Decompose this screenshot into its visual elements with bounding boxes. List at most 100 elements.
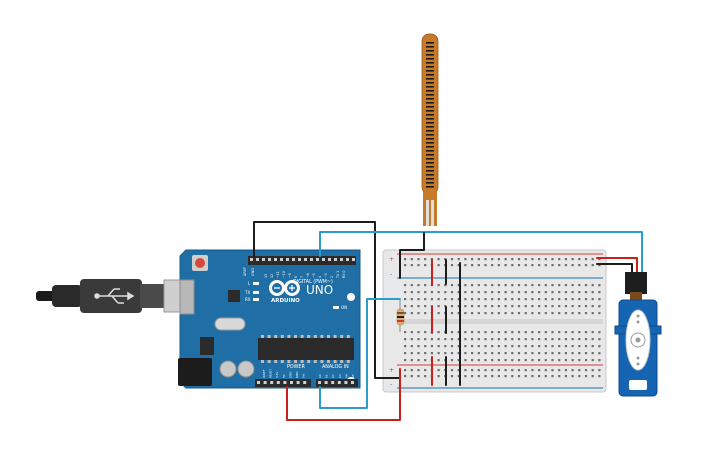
breadboard-hole[interactable] <box>444 352 447 355</box>
breadboard-hole[interactable] <box>404 331 407 334</box>
breadboard-hole[interactable] <box>591 291 594 294</box>
breadboard-hole[interactable] <box>437 352 440 355</box>
breadboard-hole[interactable] <box>491 298 494 301</box>
digital-pin[interactable] <box>322 258 325 261</box>
digital-pin[interactable] <box>316 258 319 261</box>
rail-hole[interactable] <box>504 258 507 261</box>
breadboard-hole[interactable] <box>437 345 440 348</box>
breadboard-hole[interactable] <box>551 298 554 301</box>
rail-hole[interactable] <box>584 258 588 261</box>
breadboard-hole[interactable] <box>437 331 440 334</box>
rail-hole[interactable] <box>598 264 601 267</box>
breadboard-hole[interactable] <box>584 284 588 287</box>
rail-hole[interactable] <box>544 369 547 372</box>
rail-hole[interactable] <box>477 264 480 267</box>
rail-hole[interactable] <box>484 375 487 378</box>
breadboard-hole[interactable] <box>511 338 514 341</box>
rail-hole[interactable] <box>444 258 447 261</box>
breadboard-hole[interactable] <box>424 359 427 362</box>
micro-servo[interactable] <box>614 272 662 397</box>
breadboard-hole[interactable] <box>598 298 601 301</box>
breadboard-hole[interactable] <box>450 359 454 362</box>
digital-pin[interactable] <box>256 258 259 261</box>
rail-hole[interactable] <box>404 258 407 261</box>
breadboard-hole[interactable] <box>450 312 454 315</box>
breadboard-hole[interactable] <box>538 284 541 287</box>
rail-hole[interactable] <box>471 264 474 267</box>
breadboard-hole[interactable] <box>517 359 521 362</box>
rail-hole[interactable] <box>450 264 454 267</box>
breadboard-hole[interactable] <box>578 298 581 301</box>
rail-hole[interactable] <box>404 375 407 378</box>
rail-hole[interactable] <box>410 258 413 261</box>
breadboard-hole[interactable] <box>584 359 588 362</box>
rail-hole[interactable] <box>584 375 588 378</box>
breadboard-hole[interactable] <box>404 338 407 341</box>
wire-servo-signal-blue[interactable] <box>319 231 643 278</box>
breadboard-hole[interactable] <box>457 298 460 301</box>
breadboard-hole[interactable] <box>484 291 487 294</box>
breadboard-hole[interactable] <box>410 312 413 315</box>
breadboard-hole[interactable] <box>404 312 407 315</box>
rail-hole[interactable] <box>538 369 541 372</box>
breadboard-hole[interactable] <box>571 345 574 348</box>
rail-hole[interactable] <box>477 258 480 261</box>
breadboard-hole[interactable] <box>517 338 521 341</box>
rail-hole[interactable] <box>491 369 494 372</box>
breadboard-hole[interactable] <box>444 338 447 341</box>
breadboard-hole[interactable] <box>511 345 514 348</box>
breadboard-hole[interactable] <box>437 291 440 294</box>
breadboard-hole[interactable] <box>591 359 594 362</box>
breadboard-hole[interactable] <box>437 305 440 308</box>
rail-hole[interactable] <box>578 369 581 372</box>
rail-hole[interactable] <box>564 375 567 378</box>
breadboard-hole[interactable] <box>598 345 601 348</box>
rail-hole[interactable] <box>511 264 514 267</box>
rail-hole[interactable] <box>491 264 494 267</box>
usb-cable[interactable] <box>36 279 195 313</box>
breadboard-hole[interactable] <box>571 305 574 308</box>
rail-hole[interactable] <box>437 264 440 267</box>
breadboard-hole[interactable] <box>464 298 467 301</box>
breadboard-hole[interactable] <box>471 359 474 362</box>
breadboard-hole[interactable] <box>471 345 474 348</box>
breadboard-hole[interactable] <box>491 352 494 355</box>
breadboard-hole[interactable] <box>450 345 454 348</box>
breadboard-hole[interactable] <box>417 284 420 287</box>
breadboard-hole[interactable] <box>524 291 527 294</box>
breadboard-hole[interactable] <box>404 298 407 301</box>
digital-pin[interactable] <box>274 258 277 261</box>
digital-pin[interactable] <box>304 258 307 261</box>
analog-pin[interactable] <box>331 381 335 384</box>
wire-sensor-gnd-black[interactable] <box>399 232 425 279</box>
breadboard-hole[interactable] <box>558 291 561 294</box>
breadboard-hole[interactable] <box>551 284 554 287</box>
breadboard-hole[interactable] <box>457 359 460 362</box>
breadboard-hole[interactable] <box>477 331 480 334</box>
breadboard-hole[interactable] <box>591 305 594 308</box>
breadboard-hole[interactable] <box>477 338 480 341</box>
breadboard-hole[interactable] <box>584 305 588 308</box>
breadboard-hole[interactable] <box>531 291 534 294</box>
breadboard-hole[interactable] <box>437 338 440 341</box>
breadboard-hole[interactable] <box>430 291 433 294</box>
rail-hole[interactable] <box>437 375 440 378</box>
wire-5v-red[interactable] <box>286 368 401 421</box>
breadboard-hole[interactable] <box>404 359 407 362</box>
breadboard-hole[interactable] <box>591 331 594 334</box>
breadboard-hole[interactable] <box>578 291 581 294</box>
breadboard-hole[interactable] <box>424 352 427 355</box>
breadboard-hole[interactable] <box>410 359 413 362</box>
breadboard-hole[interactable] <box>544 305 547 308</box>
breadboard-hole[interactable] <box>571 298 574 301</box>
rail-hole[interactable] <box>464 258 467 261</box>
rail-hole[interactable] <box>404 264 407 267</box>
breadboard-hole[interactable] <box>551 345 554 348</box>
breadboard-hole[interactable] <box>591 298 594 301</box>
rail-hole[interactable] <box>417 375 420 378</box>
analog-pin[interactable] <box>337 381 341 384</box>
breadboard-hole[interactable] <box>464 345 467 348</box>
breadboard-hole[interactable] <box>410 305 413 308</box>
rail-hole[interactable] <box>491 258 494 261</box>
breadboard-hole[interactable] <box>544 359 547 362</box>
